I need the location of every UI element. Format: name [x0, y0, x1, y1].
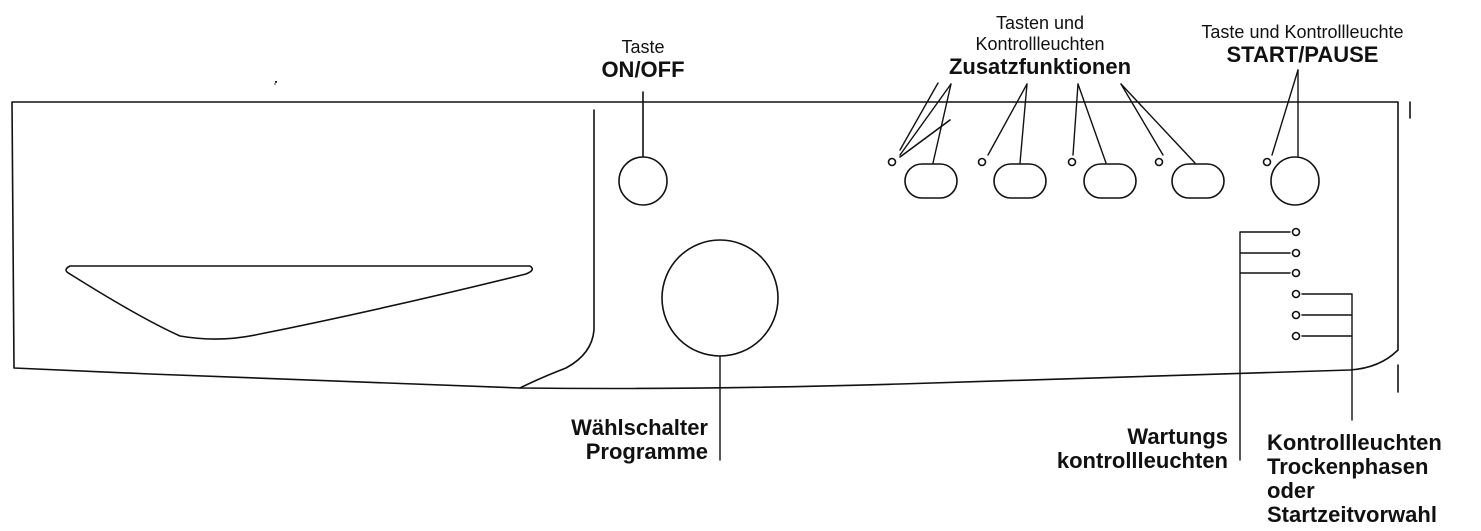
status-led-1 — [1291, 227, 1301, 237]
leader-zf-c-led — [1072, 83, 1079, 156]
label-program-selector-line1: Wählschalter — [571, 415, 708, 440]
start-pause-button[interactable] — [1270, 156, 1320, 206]
label-program-selector: Wählschalter Programme — [510, 416, 708, 464]
drawer-divider — [519, 109, 595, 389]
leaders-extra-functions — [899, 82, 939, 151]
extra-function-button-4[interactable] — [1171, 163, 1225, 199]
label-maintenance-lights-line2: kontrollleuchten — [1056, 448, 1228, 473]
label-on-off-line1: Taste — [621, 37, 665, 57]
leader-zf-c-btn — [1077, 83, 1107, 164]
leader-drying — [1301, 293, 1353, 421]
extra-function-led-1 — [887, 157, 897, 167]
label-drying-lights-line3: oder — [1267, 478, 1315, 503]
label-extra-functions-line3: Zusatzfunktionen — [948, 54, 1132, 79]
extra-function-led-3 — [1067, 157, 1077, 167]
extra-function-button-2[interactable] — [993, 163, 1047, 199]
extra-function-led-4 — [1154, 157, 1164, 167]
label-extra-functions-line2: Kontrollleuchten — [975, 34, 1105, 54]
start-pause-led — [1262, 157, 1272, 167]
panel-outline — [11, 101, 1399, 390]
extra-function-led-2 — [977, 157, 987, 167]
label-extra-functions-line1: Tasten und — [995, 13, 1085, 33]
leader-zf-b-btn — [1019, 83, 1028, 164]
on-off-button[interactable] — [618, 156, 668, 206]
label-maintenance-lights-line1: Wartungs — [1127, 424, 1228, 449]
leader-zf-d-led — [1120, 83, 1164, 156]
extra-function-button-3[interactable] — [1083, 163, 1137, 199]
label-on-off: Taste ON/OFF — [593, 37, 693, 82]
status-led-2 — [1291, 248, 1301, 258]
status-led-6 — [1291, 331, 1301, 341]
label-program-selector-line2: Programme — [585, 439, 708, 464]
label-start-pause: Taste und Kontrollleuchte START/PAUSE — [1170, 22, 1435, 67]
label-drying-lights-line4: Startzeitvorwahl — [1267, 502, 1437, 527]
status-led-4 — [1291, 289, 1301, 299]
label-drying-lights-line1: Kontrollleuchten — [1267, 430, 1442, 455]
label-on-off-line2: ON/OFF — [601, 57, 685, 82]
leader-sp-led — [1271, 69, 1299, 156]
label-start-pause-line2: START/PAUSE — [1226, 42, 1379, 67]
leader-zf-d-btn — [1120, 83, 1196, 164]
label-drying-lights-line2: Trockenphasen — [1267, 454, 1429, 479]
status-led-3 — [1291, 268, 1301, 278]
leader-maintenance — [1239, 231, 1291, 461]
label-start-pause-line1: Taste und Kontrollleuchte — [1201, 22, 1404, 42]
extra-function-button-1[interactable] — [904, 163, 958, 199]
label-drying-lights: Kontrollleuchten Trockenphasen oder Star… — [1267, 431, 1479, 527]
status-led-5 — [1291, 310, 1301, 320]
label-maintenance-lights: Wartungs kontrollleuchten — [1030, 425, 1228, 473]
label-extra-functions: Tasten und Kontrollleuchten Zusatzfunkti… — [920, 13, 1160, 79]
leader-zf-b-led — [987, 83, 1028, 156]
leader-zf-a-btn — [932, 83, 952, 164]
drawer-handle — [65, 265, 534, 340]
leader-zf-a-led — [899, 83, 952, 156]
